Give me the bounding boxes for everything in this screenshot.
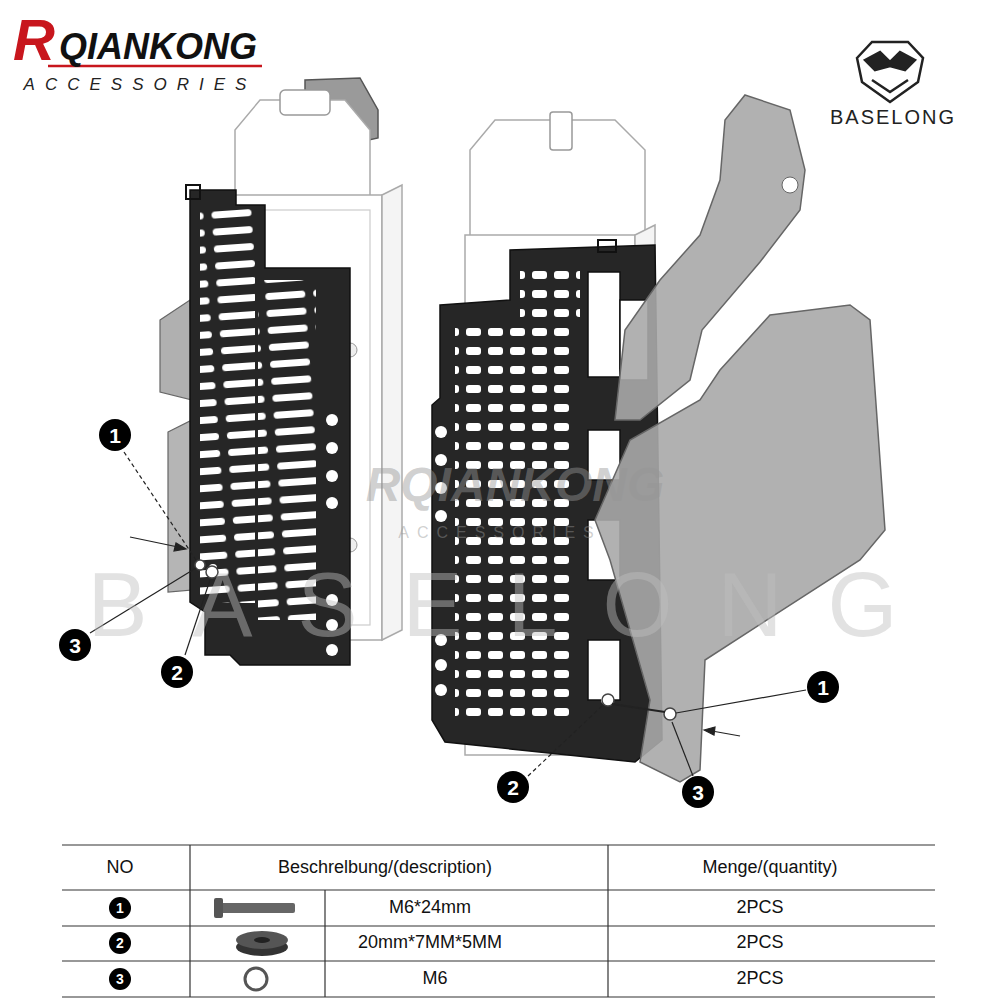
spacer-icon [236, 931, 288, 956]
brand-logo-name: QIANKONG [59, 27, 257, 67]
side-shroud [595, 95, 885, 782]
callout-number: 3 [682, 776, 714, 808]
brand-name: BASELONG [830, 106, 956, 128]
callout-number: 1 [99, 419, 131, 451]
callout-number: 2 [161, 656, 193, 688]
table-cell: 2PCS [736, 969, 783, 989]
table-cell: M6 [422, 969, 447, 989]
callout-number: 3 [59, 629, 91, 661]
table-cell: 2PCS [736, 933, 783, 953]
brand-logo-letter: R [13, 8, 55, 72]
table-cell: 2PCS [736, 898, 783, 918]
watermark: ACCESSORIES [398, 524, 602, 542]
table-header: Menge/(quantity) [702, 858, 837, 878]
parts-table [62, 845, 935, 997]
row-number: 1 [109, 897, 131, 919]
table-header: NO [107, 858, 134, 878]
brand-icon [857, 42, 923, 102]
watermark: BASELONG [87, 556, 942, 655]
watermark: RQIANKONG [366, 459, 665, 512]
row-number: 3 [109, 968, 131, 990]
callout-number: 2 [497, 771, 529, 803]
brand-logo-tagline: ACCESSORIES [24, 76, 257, 95]
table-cell: M6*24mm [389, 898, 471, 918]
table-header: Beschrelbung/(description) [278, 858, 492, 878]
bolt-icon [214, 898, 295, 918]
row-number: 2 [109, 932, 131, 954]
washer-icon [245, 968, 267, 990]
callout-number: 1 [807, 671, 839, 703]
table-cell: 20mm*7MM*5MM [358, 933, 502, 953]
